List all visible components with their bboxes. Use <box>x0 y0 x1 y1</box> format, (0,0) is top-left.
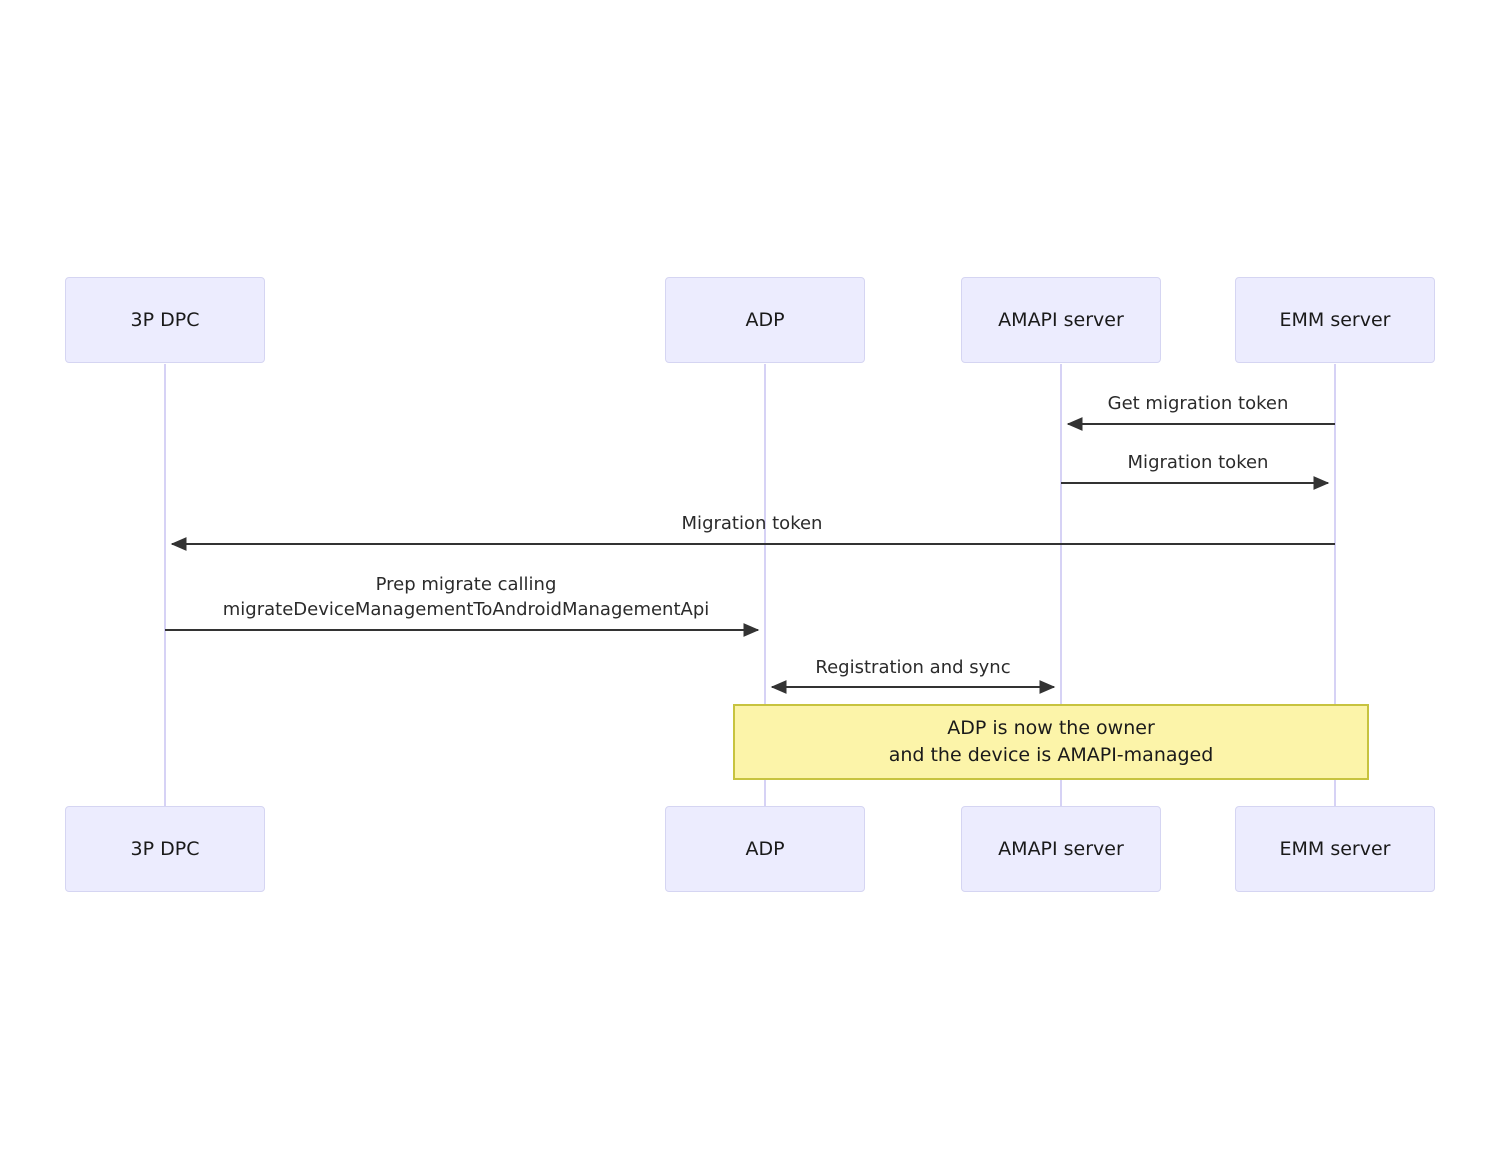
participant-box-emm-bottom[interactable]: EMM server <box>1235 806 1435 892</box>
note-adp-owner: ADP is now the owner and the device is AM… <box>733 704 1369 780</box>
participant-box-dpc-bottom[interactable]: 3P DPC <box>65 806 265 892</box>
participant-label-adp-top: ADP <box>745 308 785 331</box>
message-label-get-migration-token: Get migration token <box>1107 393 1289 414</box>
participant-box-amapi-top[interactable]: AMAPI server <box>961 277 1161 363</box>
participant-label-dpc-top: 3P DPC <box>130 308 200 331</box>
message-arrows <box>165 417 1335 694</box>
participant-label-amapi-bottom: AMAPI server <box>998 837 1124 860</box>
message-label-migration-token-to-dpc: Migration token <box>681 513 823 534</box>
participant-label-dpc-bottom: 3P DPC <box>130 837 200 860</box>
message-label-registration-and-sync: Registration and sync <box>815 657 1011 678</box>
participant-box-adp-top[interactable]: ADP <box>665 277 865 363</box>
participant-label-adp-bottom: ADP <box>745 837 785 860</box>
message-label-migration-token-to-emm: Migration token <box>1127 452 1269 473</box>
prep-migrate-line-1: Prep migrate calling <box>375 574 557 595</box>
message-label-prep-migrate: Prep migrate calling migrateDeviceManagem… <box>223 572 710 622</box>
note-line-1: ADP is now the owner <box>947 717 1155 739</box>
note-adp-owner-text: ADP is now the owner and the device is AM… <box>889 715 1214 769</box>
participant-box-adp-bottom[interactable]: ADP <box>665 806 865 892</box>
note-line-2: and the device is AMAPI-managed <box>888 744 1214 766</box>
participant-label-emm-bottom: EMM server <box>1279 837 1391 860</box>
participant-label-emm-top: EMM server <box>1279 308 1391 331</box>
participant-label-amapi-top: AMAPI server <box>998 308 1124 331</box>
participant-box-emm-top[interactable]: EMM server <box>1235 277 1435 363</box>
participant-box-amapi-bottom[interactable]: AMAPI server <box>961 806 1161 892</box>
participant-box-dpc-top[interactable]: 3P DPC <box>65 277 265 363</box>
prep-migrate-line-2: migrateDeviceManagementToAndroidManageme… <box>222 599 710 620</box>
